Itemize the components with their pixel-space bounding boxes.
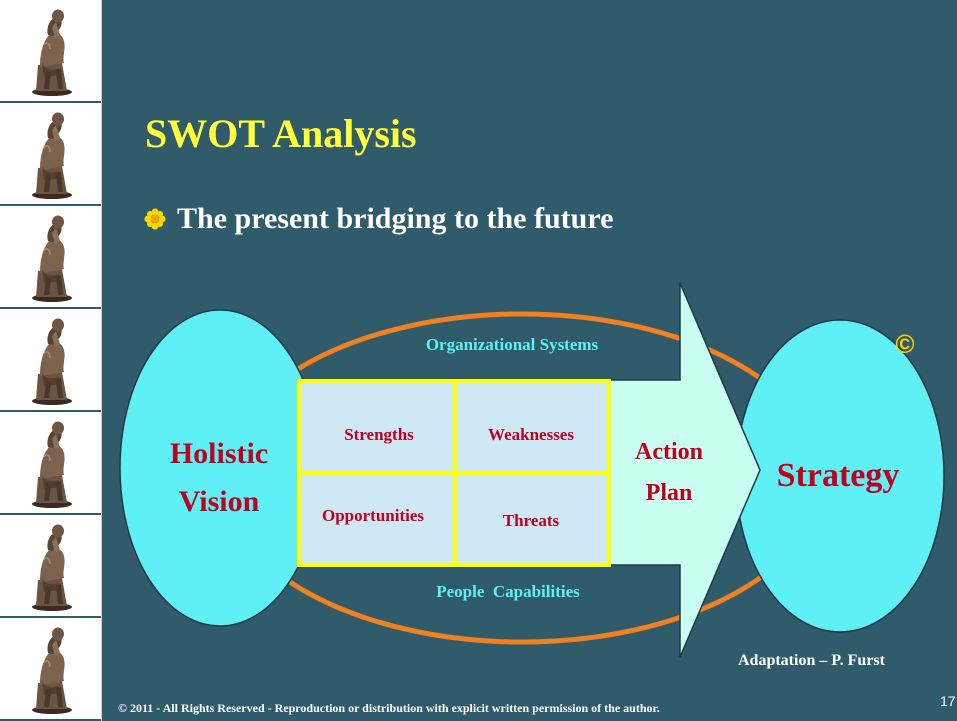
vision-label: Vision (179, 485, 260, 518)
opportunities-label: Opportunities (322, 506, 424, 525)
people-capabilities-label: People Capabilities (436, 582, 580, 601)
sidebar-statue-cell (0, 206, 101, 309)
adaptation-credit: Adaptation – P. Furst (738, 652, 885, 669)
weaknesses-label: Weaknesses (488, 425, 574, 444)
sidebar-statue-cell (0, 412, 101, 515)
slide-title: SWOT Analysis (145, 111, 417, 156)
sidebar-statue-cell (0, 0, 101, 103)
bullet-flower-icon (144, 208, 166, 230)
action-label: Action (635, 439, 703, 465)
thinker-statue-icon (31, 9, 72, 96)
sidebar-statue-cell (0, 103, 101, 206)
thinker-statue-icon (31, 215, 72, 302)
sidebar-statue-cell (0, 309, 101, 412)
thinker-statue-icon (31, 112, 72, 199)
organizational-systems-label: Organizational Systems (426, 335, 599, 354)
holistic-label: Holistic (170, 437, 268, 470)
page-number: 17 (940, 693, 956, 709)
strategy-label: Strategy (777, 457, 900, 494)
thinker-statue-icon (31, 627, 72, 714)
threats-label: Threats (503, 511, 560, 530)
sidebar-statues (0, 0, 102, 721)
thinker-statue-icon (31, 318, 72, 405)
plan-label: Plan (646, 480, 693, 506)
sidebar-statue-cell (0, 618, 101, 721)
copyright-symbol: © (895, 329, 914, 359)
bullet-text: The present bridging to the future (177, 202, 614, 235)
footer-copyright: © 2011 - All Rights Reserved - Reproduct… (118, 701, 660, 715)
thinker-statue-icon (31, 524, 72, 611)
action-plan-arrow (607, 282, 761, 658)
strengths-label: Strengths (344, 425, 414, 444)
thinker-statue-icon (31, 421, 72, 508)
bullet-item: The present bridging to the future (143, 202, 613, 236)
sidebar-statue-cell (0, 515, 101, 618)
